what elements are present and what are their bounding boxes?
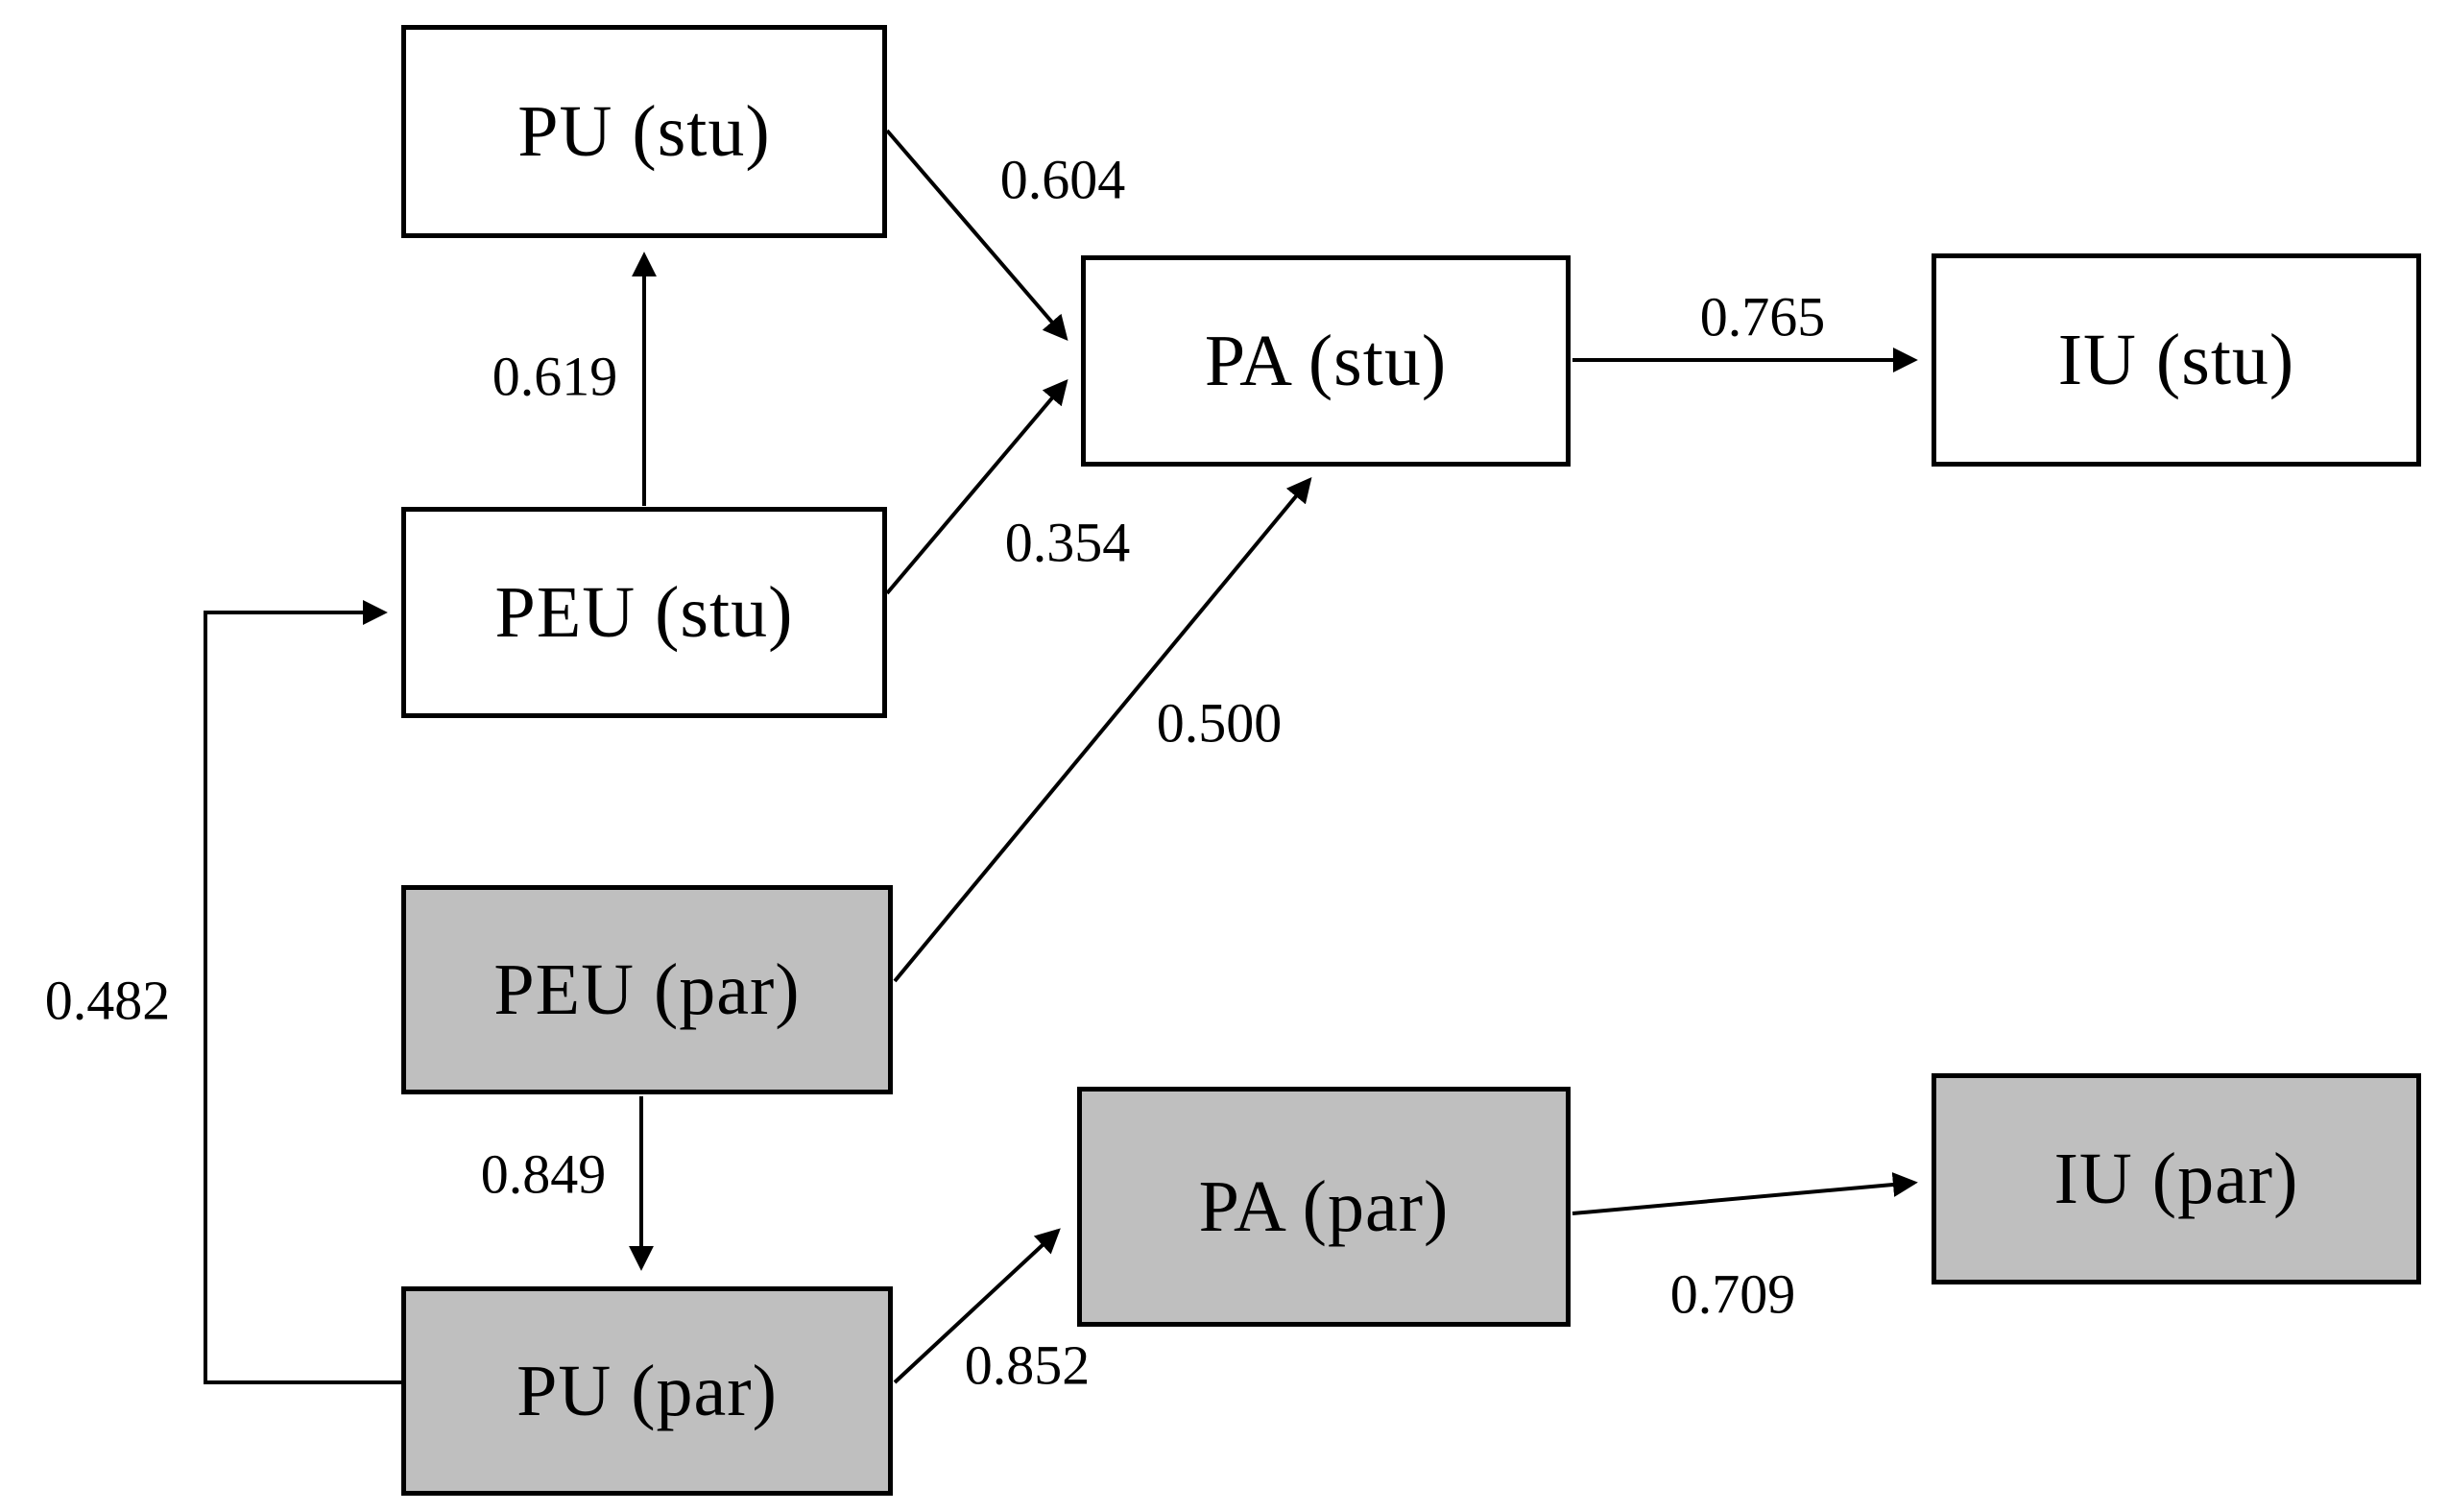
coef-pu-par-to-pa-par: 0.852: [964, 1333, 1091, 1397]
node-peu-stu-label: PEU (stu): [494, 571, 794, 653]
node-pu-par-label: PU (par): [516, 1350, 778, 1431]
node-iu-par-label: IU (par): [2053, 1138, 2299, 1219]
coef-peu-par-to-pu-par: 0.849: [480, 1142, 607, 1206]
node-pu-stu: PU (stu): [401, 25, 887, 238]
node-pa-stu: PA (stu): [1081, 255, 1571, 467]
node-peu-par-label: PEU (par): [493, 948, 801, 1030]
coef-peu-stu-to-pa-stu: 0.354: [1004, 511, 1131, 574]
node-pa-stu-label: PA (stu): [1204, 320, 1448, 401]
coef-peu-par-to-pa-stu: 0.500: [1156, 691, 1283, 755]
node-peu-stu: PEU (stu): [401, 507, 887, 718]
arrow-peu-stu-to-pa-stu: [885, 379, 1068, 595]
coef-pu-stu-to-pa-stu: 0.604: [999, 148, 1126, 211]
coef-pu-par-to-peu-stu: 0.482: [44, 969, 171, 1032]
coef-pa-stu-to-iu-stu: 0.765: [1699, 285, 1826, 348]
node-pu-stu-label: PU (stu): [517, 90, 771, 172]
node-pu-par: PU (par): [401, 1286, 893, 1496]
arrow-pu-par-to-pa-par: [893, 1228, 1061, 1384]
node-iu-par: IU (par): [1932, 1073, 2421, 1284]
node-iu-stu-label: IU (stu): [2057, 319, 2295, 400]
arrow-pu-stu-to-pa-stu: [885, 129, 1068, 341]
node-iu-stu: IU (stu): [1932, 253, 2421, 467]
arrow-pa-par-to-iu-par: [1572, 1172, 1918, 1215]
arrow-pu-par-to-peu-stu: [204, 600, 401, 1384]
node-pa-par: PA (par): [1077, 1087, 1571, 1327]
node-pa-par-label: PA (par): [1198, 1165, 1450, 1247]
coef-peu-stu-to-pu-stu: 0.619: [492, 345, 618, 408]
node-peu-par: PEU (par): [401, 885, 893, 1094]
arrow-peu-par-to-pa-stu: [893, 476, 1312, 983]
coef-pa-par-to-iu-par: 0.709: [1669, 1262, 1796, 1326]
